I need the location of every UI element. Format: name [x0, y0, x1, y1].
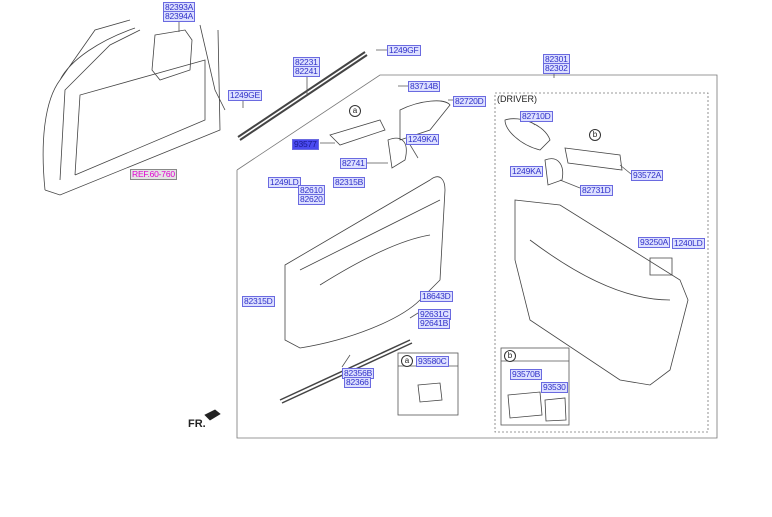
- weatherstrip: [237, 51, 368, 141]
- part-label[interactable]: 82620: [298, 194, 325, 205]
- part-label[interactable]: 83714B: [408, 81, 441, 92]
- part-label[interactable]: 1240LD: [672, 238, 705, 249]
- part-label[interactable]: 1249KA: [510, 166, 544, 177]
- driver-section-title: (DRIVER): [497, 94, 537, 104]
- switch-a: [417, 382, 443, 403]
- part-label-highlighted[interactable]: 93577: [292, 139, 319, 150]
- callout-a: a: [349, 105, 361, 117]
- fr-arrow: [204, 409, 221, 421]
- main-box: [236, 74, 718, 439]
- front-indicator: FR.: [188, 418, 206, 430]
- part-label[interactable]: 93570B: [510, 369, 543, 380]
- callout-b: b: [589, 129, 601, 141]
- box-a: [397, 352, 459, 416]
- part-label[interactable]: 82302: [543, 63, 570, 74]
- part-label[interactable]: 82720D: [453, 96, 486, 107]
- switch-b2: [544, 397, 567, 422]
- driver-trim-panel: [514, 199, 689, 386]
- door-bracket: [151, 29, 193, 81]
- driver-armrest: [504, 118, 551, 151]
- part-label[interactable]: 82710D: [520, 111, 553, 122]
- part-label[interactable]: 82366: [344, 377, 371, 388]
- switch-b1: [507, 391, 543, 419]
- part-label[interactable]: 18643D: [420, 291, 453, 302]
- part-label[interactable]: 82731D: [580, 185, 613, 196]
- box-b: [500, 347, 570, 426]
- part-label[interactable]: 1249GE: [228, 90, 262, 101]
- part-label[interactable]: 82741: [340, 158, 367, 169]
- armrest: [399, 100, 451, 141]
- part-label[interactable]: 82241: [293, 66, 320, 77]
- driver-switch: [564, 147, 623, 171]
- door-handle: [387, 137, 407, 169]
- driver-box: [494, 92, 709, 433]
- mirror-switch: [649, 257, 673, 276]
- part-label[interactable]: 82394A: [163, 11, 196, 22]
- door-trim-panel: [284, 176, 446, 349]
- part-label[interactable]: 92641B: [418, 318, 451, 329]
- part-label[interactable]: 82315D: [242, 296, 275, 307]
- part-label[interactable]: 82315B: [333, 177, 366, 188]
- callout-a-box: a: [401, 355, 413, 367]
- door-frame: [42, 19, 226, 196]
- part-label[interactable]: 93580C: [416, 356, 449, 367]
- part-label[interactable]: 93250A: [638, 237, 671, 248]
- switch-panel: [329, 119, 386, 146]
- part-label[interactable]: 1249LD: [268, 177, 301, 188]
- part-label[interactable]: 1249KA: [406, 134, 440, 145]
- part-label[interactable]: 93530: [541, 382, 568, 393]
- driver-handle: [544, 158, 564, 186]
- callout-b-box: b: [504, 350, 516, 362]
- part-label[interactable]: 1249GF: [387, 45, 421, 56]
- ref-link[interactable]: REF.60-760: [130, 169, 177, 180]
- part-label[interactable]: 93572A: [631, 170, 664, 181]
